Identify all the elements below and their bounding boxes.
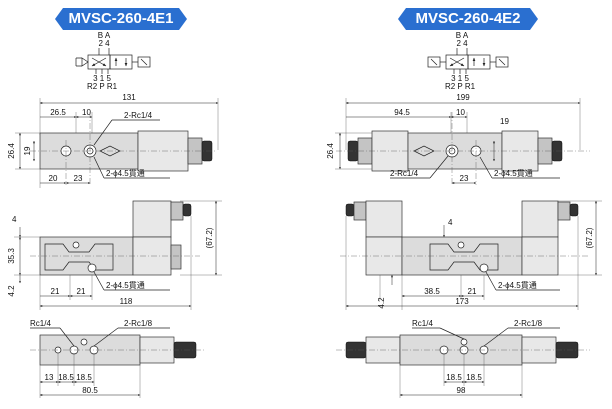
dim-height-67-2-left: (67.2): [205, 227, 214, 248]
valve-symbol-right: B A 2 4 3 1 5 R2 P R1: [427, 31, 509, 91]
symbol-bottom-nums-left: 3 1 5: [93, 74, 111, 83]
dim-4-2-left: 4.2: [7, 285, 16, 297]
label-port-rc14-top-right: 2-Rc1/4: [390, 169, 419, 178]
dim-10-right: 10: [456, 108, 465, 117]
dim-38-5-right: 38.5: [424, 287, 440, 296]
label-hole-top-left: 2-ϕ4.5貫通: [106, 168, 145, 178]
dim-4-2-right: 4.2: [377, 297, 386, 309]
dim-width-19-left: 19: [23, 146, 32, 155]
dim-21a-left: 21: [51, 287, 60, 296]
dim-35-3-left: 35.3: [7, 248, 16, 264]
dim-4-front-left: 4: [12, 215, 17, 224]
dim-20-left: 20: [49, 174, 58, 183]
dim-18-5a-bottom-left: 18.5: [58, 373, 74, 382]
label-port-rc14-bottom-right: Rc1/4: [412, 319, 433, 328]
label-port-rc18-bottom-left: 2-Rc1/8: [124, 319, 153, 328]
dim-94-5-right: 94.5: [394, 108, 410, 117]
dim-length-98-right: 98: [457, 386, 466, 395]
dim-length-173-right: 173: [455, 297, 469, 306]
dim-18-5b-bottom-right: 18.5: [466, 373, 482, 382]
symbol-top-ports-right: B A: [456, 31, 469, 40]
top-view-left: 131 26.5 10 26.4 19 2-Rc1/4 20 2: [7, 93, 219, 188]
model-title-left: MVSC-260-4E1: [55, 8, 187, 30]
dim-overall-length-left: 131: [122, 93, 136, 102]
dim-height-67-2-right: (67.2): [585, 227, 594, 248]
dim-21-right: 21: [468, 287, 477, 296]
dim-height-26-4-left: 26.4: [7, 143, 16, 159]
dim-height-26-4-right: 26.4: [326, 143, 335, 159]
dim-13-bottom-left: 13: [45, 373, 54, 382]
label-port-rc18-bottom-right: 2-Rc1/8: [514, 319, 543, 328]
label-port-rc14-bottom-left: Rc1/4: [30, 319, 51, 328]
model-title-right: MVSC-260-4E2: [398, 8, 538, 30]
label-hole-front-left: 2-ϕ4.5貫通: [106, 280, 145, 290]
bottom-view-right: Rc1/4 2-Rc1/8 18.5 18.5 98: [336, 319, 590, 398]
symbol-top-nums-right: 2 4: [456, 39, 468, 48]
symbol-top-nums-left: 2 4: [98, 39, 110, 48]
label-hole-front-right: 2-ϕ4.5貫通: [498, 280, 537, 290]
dim-23-left: 23: [74, 174, 83, 183]
dim-18-5a-bottom-right: 18.5: [446, 373, 462, 382]
symbol-bottom-ports-left: R2 P R1: [87, 82, 118, 91]
valve-symbol-left: B A 2 4 3 1 5 R2 P R1: [75, 31, 151, 91]
dim-length-118-left: 118: [120, 297, 133, 306]
symbol-top-ports-left: B A: [98, 31, 111, 40]
dim-23-right: 23: [460, 174, 469, 183]
bottom-view-left: Rc1/4 2-Rc1/8 13 18.5 18.5 80.5: [30, 319, 205, 398]
dim-4-front-right: 4: [448, 218, 453, 227]
dim-width-19-right: 19: [500, 117, 509, 126]
symbol-bottom-nums-right: 3 1 5: [451, 74, 469, 83]
dim-18-5b-bottom-left: 18.5: [76, 373, 92, 382]
dim-21b-left: 21: [77, 287, 86, 296]
dim-26-5-left: 26.5: [50, 108, 66, 117]
front-view-right: 4 4.2 (67.2) 38.5 21 2-ϕ4.5貫通 173: [340, 200, 602, 310]
top-view-right: 199 94.5 10 26.4 19 2-Rc1/4: [326, 93, 590, 185]
dim-length-80-5-left: 80.5: [82, 386, 98, 395]
dim-overall-length-right: 199: [456, 93, 470, 102]
label-port-rc14-top-left: 2-Rc1/4: [124, 111, 153, 120]
front-view-left: 4 35.3 4.2 (67.2) 21 21 2-ϕ4.5貫通 118: [7, 200, 222, 310]
symbol-bottom-ports-right: R2 P R1: [445, 82, 476, 91]
dim-10-left: 10: [82, 108, 91, 117]
label-hole-top-right: 2-ϕ4.5貫通: [494, 168, 533, 178]
